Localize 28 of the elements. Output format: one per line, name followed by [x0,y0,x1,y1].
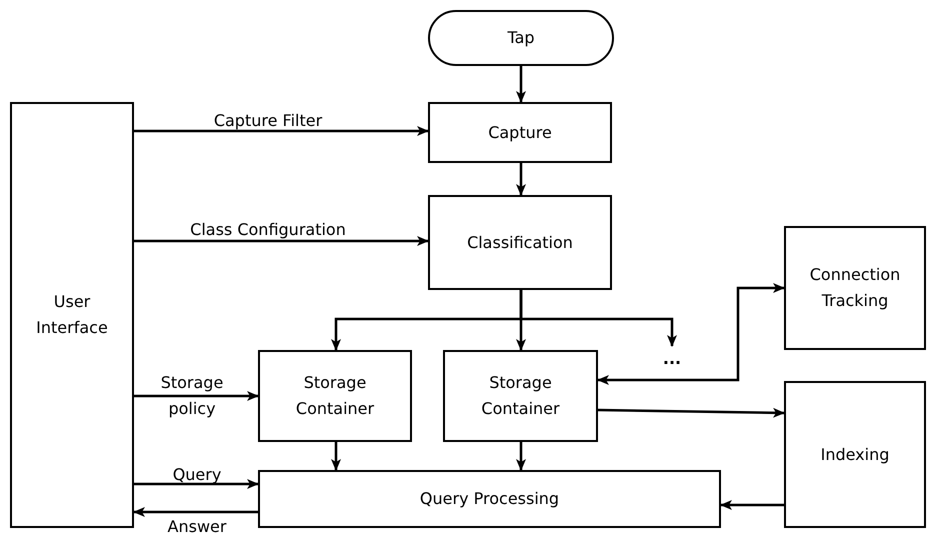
arrow [134,126,429,136]
edge-label: Query [172,464,222,486]
process-box: Query Processing [258,470,721,528]
arrow [133,507,258,517]
process-box: Capture [428,102,612,163]
process-box: User Interface [10,102,134,528]
arrow [134,236,429,246]
edge-label: Answer [166,516,228,538]
arrow [598,408,785,418]
arrow [134,391,259,401]
arrow [520,290,677,347]
process-box: Storage Container [258,350,412,442]
arrow [597,283,785,385]
arrow [134,479,259,489]
terminal-pill: Tap [428,10,614,66]
process-box: Connection Tracking [784,226,926,350]
process-box: Storage Container [443,350,598,442]
arrow [331,442,341,471]
edge-label: Class Configuration [189,219,347,241]
ellipsis-text: ... [656,346,688,372]
arrow [720,500,784,510]
arrow [516,66,526,103]
arrow [516,163,526,196]
process-box: Classification [428,195,612,290]
process-box: Indexing [784,381,926,528]
edge-label: Storage policy [160,372,224,420]
edge-label: Capture Filter [212,110,324,132]
arrow [516,442,526,471]
